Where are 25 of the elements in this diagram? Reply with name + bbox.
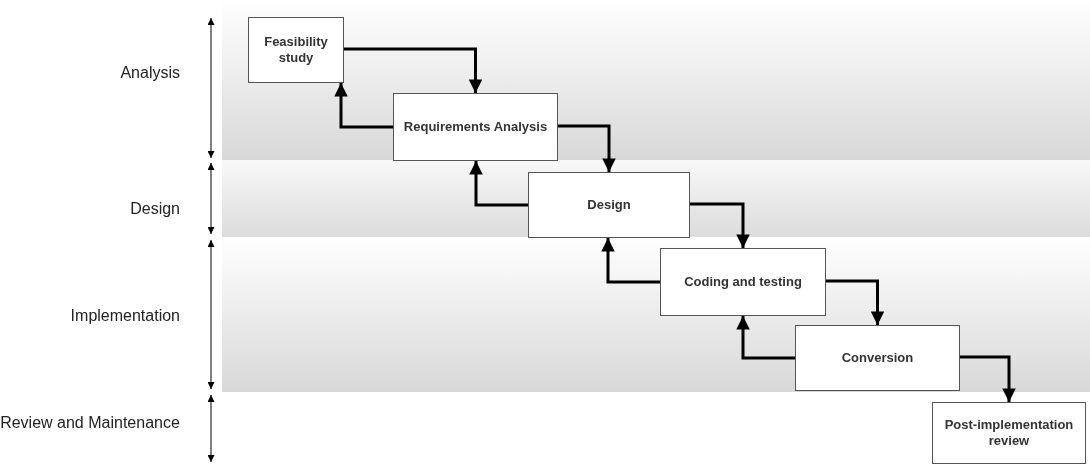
process-box: [248, 17, 344, 83]
step-label: Post-implementation review: [943, 417, 1075, 449]
step-label: Design: [586, 197, 632, 213]
arrow: [690, 202, 750, 248]
step-label: Requirements Analysis: [402, 119, 549, 135]
process-box: [660, 248, 826, 316]
arrow: [826, 279, 885, 325]
process-box: [795, 325, 960, 391]
phase-label: Implementation: [69, 306, 180, 326]
phase-label: Design: [129, 199, 180, 219]
arrow: [344, 47, 483, 93]
step-label: Coding and testing: [683, 274, 803, 290]
arrow: [558, 124, 616, 172]
phase-label: Analysis: [119, 63, 180, 83]
step-label: Conversion: [840, 350, 915, 366]
arrow: [469, 161, 528, 207]
arrow: [736, 316, 795, 360]
arrow: [334, 83, 393, 129]
process-box: [393, 93, 558, 161]
phase-label: Review and Maintenance: [0, 413, 180, 433]
step-label: Feasibility study: [263, 34, 329, 66]
process-box: [528, 172, 690, 238]
process-box: [932, 402, 1086, 464]
arrow: [601, 238, 660, 284]
arrow: [960, 355, 1016, 402]
